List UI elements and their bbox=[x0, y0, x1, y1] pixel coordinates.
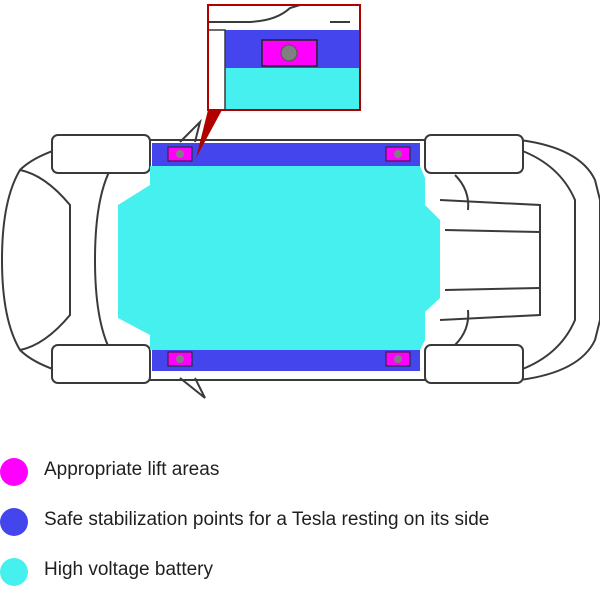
zoom-outline-detail bbox=[208, 4, 350, 23]
front-left-wheel bbox=[51, 134, 151, 174]
legend-item-lift-areas: Appropriate lift areas bbox=[0, 445, 600, 486]
battery-swatch bbox=[0, 558, 28, 586]
vehicle-underbody-diagram bbox=[0, 4, 600, 399]
front-right-wheel bbox=[51, 344, 151, 384]
legend-label: Appropriate lift areas bbox=[44, 459, 220, 480]
legend-label: Safe stabilization points for a Tesla re… bbox=[44, 509, 490, 530]
legend-item-battery: High voltage battery bbox=[0, 545, 600, 586]
zoom-frame bbox=[207, 4, 361, 111]
lift-point-front-right bbox=[167, 351, 193, 367]
zoom-battery bbox=[225, 68, 360, 110]
legend-item-stabilization: Safe stabilization points for a Tesla re… bbox=[0, 495, 600, 536]
stabilization-swatch bbox=[0, 508, 28, 536]
rear-left-wheel bbox=[424, 134, 524, 174]
legend-label: High voltage battery bbox=[44, 559, 213, 580]
stabilization-strip-top bbox=[152, 143, 420, 166]
stabilization-strip-bottom bbox=[152, 348, 420, 371]
lift-point-rear-right bbox=[385, 351, 411, 367]
lift-point-front-left bbox=[167, 146, 193, 162]
high-voltage-battery bbox=[118, 166, 440, 350]
zoom-pointer bbox=[196, 110, 222, 158]
rear-right-wheel bbox=[424, 344, 524, 384]
car-outline bbox=[0, 118, 600, 399]
lift-area-swatch bbox=[0, 458, 28, 486]
zoom-callout bbox=[196, 4, 361, 158]
lift-point-rear-left bbox=[385, 146, 411, 162]
